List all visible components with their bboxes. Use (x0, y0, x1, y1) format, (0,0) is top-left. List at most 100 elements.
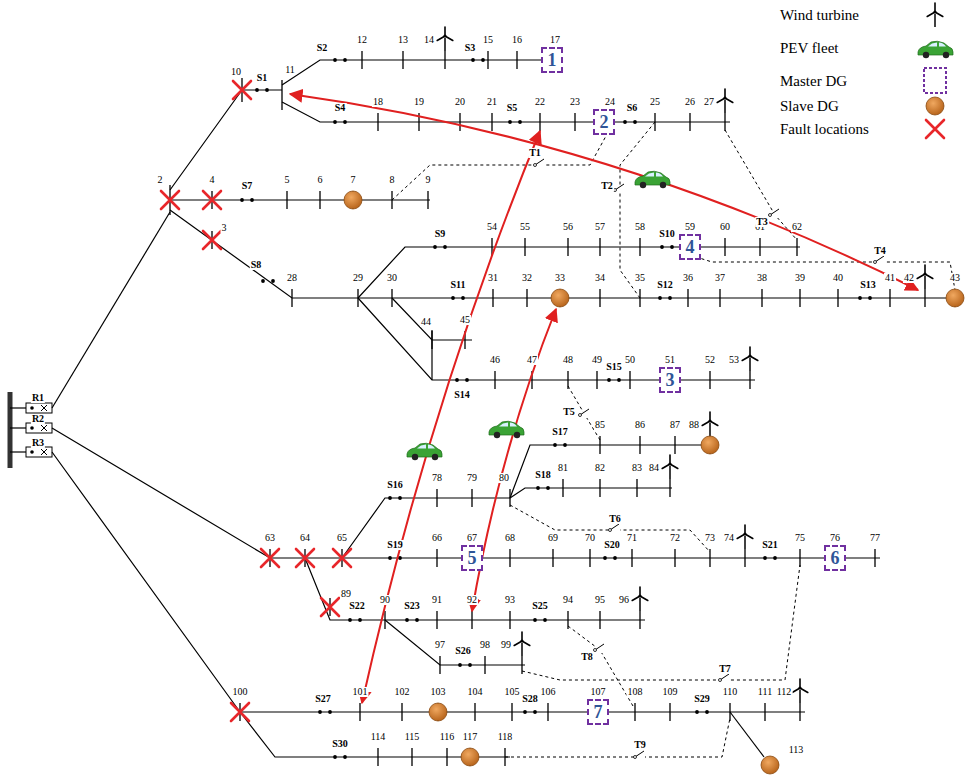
switch-dot (603, 556, 607, 560)
bus-number: 33 (554, 273, 566, 283)
switch-dot (471, 58, 475, 62)
bus-number: 98 (479, 640, 491, 650)
car-wheel (494, 432, 500, 438)
bus-number: 117 (462, 732, 479, 742)
switch-label: S10 (658, 229, 676, 239)
bus-tick (431, 331, 432, 349)
bus-number: 92 (466, 595, 478, 605)
bus-number: 70 (584, 533, 596, 543)
turbine-hub (798, 686, 801, 689)
switch-label: S13 (859, 280, 877, 290)
bus-number: 112 (776, 687, 793, 697)
bus-tick (446, 748, 447, 766)
feeder-line (52, 212, 170, 408)
bus-tick (599, 436, 600, 454)
bus-tick (487, 51, 488, 69)
switch-dot (668, 296, 672, 300)
switch-dot (518, 120, 522, 124)
bus-number: 111 (757, 687, 773, 697)
bus-tick (459, 113, 460, 131)
bus-number: 114 (370, 732, 387, 742)
switch-dot (455, 378, 459, 382)
bus-tick (674, 549, 675, 567)
bus-number: 46 (489, 355, 501, 365)
turbine-tower (934, 14, 936, 27)
bus-number: 96 (618, 595, 630, 605)
switch-dot (533, 710, 537, 714)
bus-tick (384, 611, 385, 629)
bus-tick (436, 549, 437, 567)
slave-dg (701, 436, 719, 454)
master-dg-box: 6 (824, 545, 846, 571)
bus-tick (654, 113, 655, 131)
feeder-line (52, 452, 805, 712)
switch-label: S28 (521, 694, 539, 704)
bus-tick (709, 549, 710, 567)
bus-number: 6 (317, 175, 324, 185)
tie-switch-contact (634, 756, 637, 759)
switch-dot (465, 378, 469, 382)
bus-number: 23 (569, 97, 581, 107)
switch-dot (343, 120, 347, 124)
bus-tick (837, 289, 838, 307)
slave-dg (429, 703, 447, 721)
bus-tick (596, 371, 597, 389)
tie-switch-contact (719, 679, 722, 682)
bus-number: 45 (459, 315, 471, 325)
bus-number: 47 (526, 355, 538, 365)
bus-number: 18 (372, 97, 384, 107)
tie-line (690, 255, 955, 290)
bus-tick (744, 549, 745, 567)
switch-label: S8 (250, 260, 263, 270)
bus-number: 72 (669, 533, 681, 543)
turbine-hub (638, 594, 641, 597)
switch-label: T5 (562, 407, 576, 417)
turbine-tower (744, 536, 746, 549)
switch-label: S20 (603, 540, 621, 550)
bus-number: 10 (230, 67, 242, 77)
bus-tick (599, 611, 600, 629)
bus-number: 53 (728, 355, 740, 365)
breaker-lead (10, 407, 26, 408)
fault-mark (203, 231, 221, 249)
car-wheel (660, 182, 666, 188)
wind-turbine (662, 455, 678, 479)
bus-tick (524, 238, 525, 256)
turbine-hub (723, 96, 726, 99)
switch-dot (553, 443, 557, 447)
bus-number: 34 (594, 273, 606, 283)
bus-tick (291, 289, 292, 307)
breaker-box (26, 423, 52, 433)
bus-number: 8 (389, 175, 396, 185)
bus-number: 19 (413, 97, 425, 107)
bus-tick (631, 549, 632, 567)
switch-label: T7 (718, 664, 732, 674)
master-dg-number: 2 (600, 113, 609, 131)
fault-mark (296, 549, 314, 567)
breaker-box (26, 447, 52, 457)
turbine-hub (520, 639, 523, 642)
legend-master-dg (924, 68, 946, 93)
switch-dot (261, 279, 265, 283)
feeder-line (385, 620, 525, 665)
bus-number: 24 (604, 97, 616, 107)
bus-tick (509, 489, 510, 507)
car-window (928, 43, 946, 47)
bus-number: 35 (634, 273, 646, 283)
feeder-line (282, 102, 730, 122)
bus-tick (729, 703, 730, 721)
bus-tick (719, 289, 720, 307)
bus-number: 95 (594, 595, 606, 605)
bus-tick (511, 703, 512, 721)
switch-label: S5 (506, 103, 519, 113)
feeder-line (282, 60, 560, 85)
master-dg-box: 2 (593, 109, 615, 135)
master-dg-number: 7 (594, 703, 603, 721)
legend-text: Master DG (780, 74, 847, 89)
switch-label: S29 (693, 694, 711, 704)
switch-label: S19 (386, 540, 404, 550)
bus-number: 52 (704, 355, 716, 365)
switch-dot (358, 618, 362, 622)
switch-dot (318, 710, 322, 714)
bus-number: 113 (788, 745, 805, 755)
